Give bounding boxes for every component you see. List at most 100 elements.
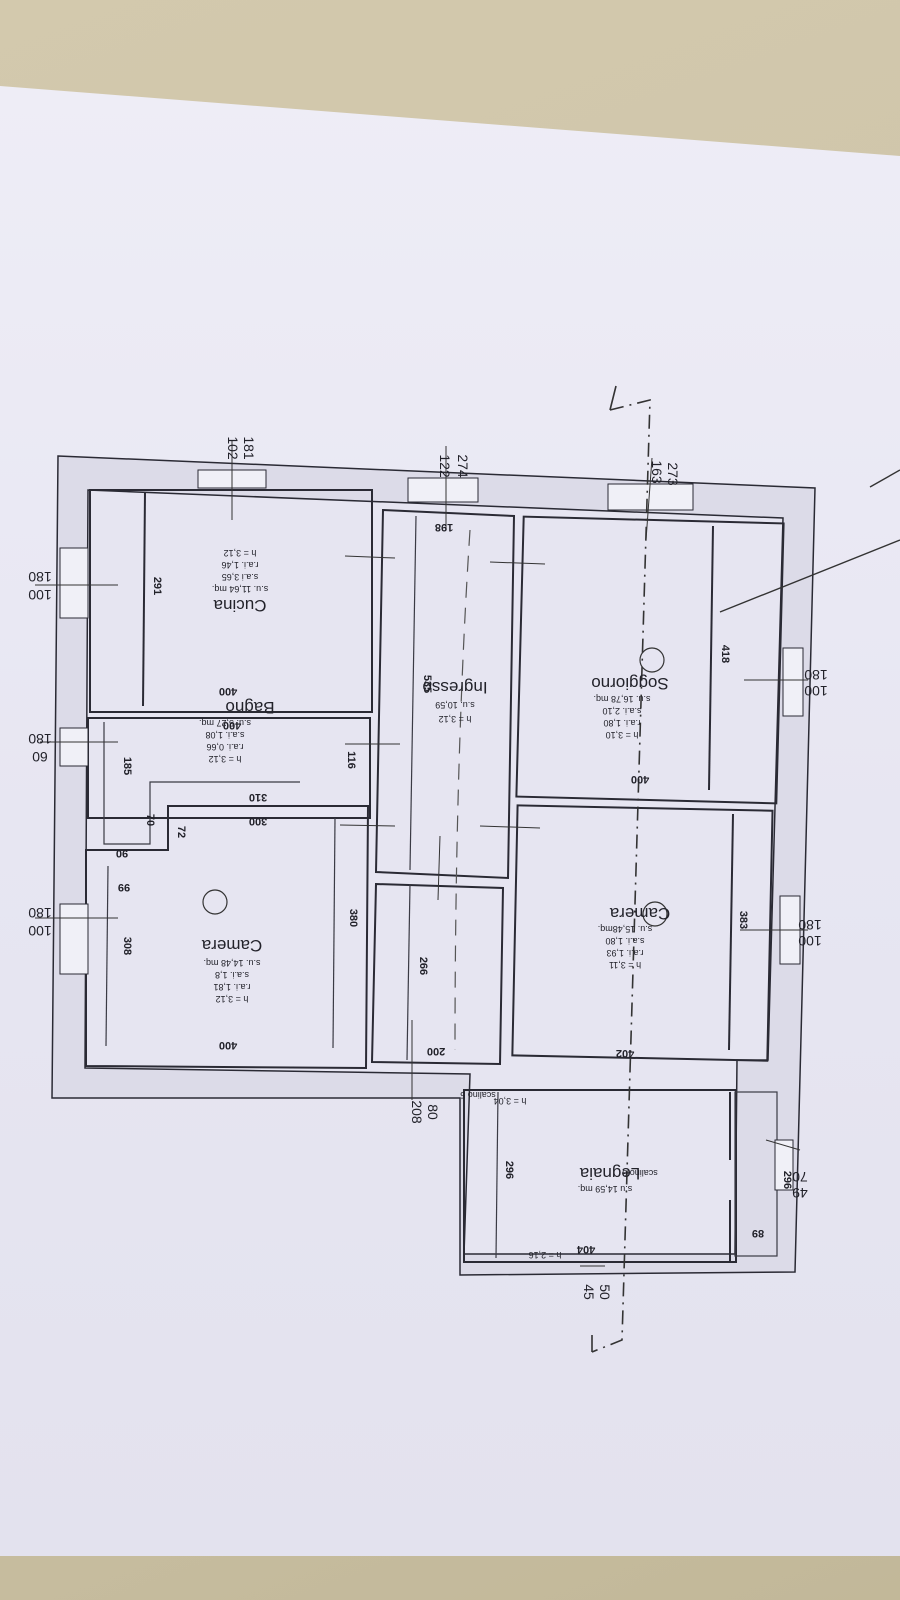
- bagno-dim-116: 116: [345, 751, 357, 769]
- soggiorno-h: h = 3,10: [606, 730, 639, 740]
- camera-right-su: s.u. 15,48mq.: [598, 924, 653, 934]
- cucina-dim-depth: 291: [151, 577, 163, 595]
- camera-right-name: Camera: [609, 904, 670, 923]
- cucina-sai: s.a.i 3,65: [222, 572, 259, 582]
- tick: [437, 835, 441, 901]
- cucina-dim-width: 400: [219, 685, 237, 697]
- w12-a: 296: [781, 1171, 793, 1189]
- ingresso-axis: [454, 529, 471, 1051]
- w5-b: 180: [28, 731, 52, 747]
- window-camera-left: [59, 903, 89, 975]
- cucina-inner-line: [142, 491, 146, 707]
- camera-right-dim-402: 402: [616, 1047, 634, 1059]
- label-soggiorno: h = 3,10 r.a.i. 1,80 s.a.i. 2,10 s.u. 16…: [591, 674, 669, 740]
- room-legnaia: [463, 1089, 737, 1263]
- room-soggiorno: [515, 515, 785, 805]
- window-bagno-left: [59, 727, 89, 767]
- w5-a: 60: [32, 749, 48, 765]
- legnaia-h1: h = 3,04: [494, 1096, 527, 1106]
- w10-a: 49: [792, 1185, 808, 1201]
- cucina-h: h = 3,12: [224, 548, 257, 558]
- cucina-rai: r.a.i. 1,46: [221, 560, 258, 570]
- camera-right-sai: s.a.i. 1,80: [605, 936, 644, 946]
- room-cucina: [89, 489, 373, 713]
- w2-b: 274: [455, 454, 471, 478]
- pen-mark-line: [719, 539, 900, 613]
- soggiorno-sai: s.a.i. 2,10: [602, 706, 641, 716]
- ingresso-inner-line: [409, 515, 417, 871]
- marker-circle: [639, 647, 665, 673]
- camera-left-inner-line: [105, 865, 109, 1047]
- ingresso-dim-535: 535: [421, 675, 433, 693]
- section-marker-top: [609, 385, 617, 411]
- legnaia-dim-404: 404: [576, 1243, 595, 1255]
- cucina-su: s.u. 11,64 mq.: [212, 584, 268, 594]
- camera-right-h: h = 3,11: [609, 960, 641, 970]
- legnaia-scalino-6: scalino 6: [622, 1168, 658, 1178]
- cucina-name: Cucina: [213, 596, 266, 615]
- window-dims: 102 181 122 274 163 273 100 180 60 180 1…: [28, 436, 828, 1300]
- soggiorno-dim-400: 400: [631, 773, 649, 785]
- w6-a: 100: [28, 923, 52, 939]
- tick: [479, 825, 541, 829]
- room-ingresso-lower: [370, 882, 505, 1066]
- window-legnaia-right: [774, 1139, 794, 1191]
- legnaia-dim-89: 89: [752, 1227, 764, 1239]
- w4-b: 180: [28, 569, 52, 585]
- camera-left-dim-308: 308: [121, 937, 133, 955]
- bagno-dim-310: 310: [249, 791, 267, 803]
- door-ingresso: [407, 477, 479, 503]
- window-soggiorno-top: [607, 483, 694, 511]
- room-camera-left: [85, 805, 370, 1070]
- w2-a: 122: [437, 454, 453, 478]
- pen-mark-line-2: [869, 469, 900, 488]
- camera-left-rai: r.a.i. 1,81: [213, 982, 250, 992]
- label-ingresso: h = 3,12 s.u. 10,59 Ingresso: [422, 678, 487, 724]
- camera-right-inner-line: [728, 813, 734, 1051]
- w9-a: 80: [425, 1104, 441, 1120]
- w4-a: 100: [28, 587, 52, 603]
- camera-left-dim-380: 380: [347, 909, 359, 927]
- marker-circle: [202, 889, 228, 915]
- legnaia-scalino-5: scalino 5: [460, 1090, 496, 1100]
- w1-b: 181: [241, 436, 257, 460]
- ingresso-dim-198: 198: [435, 521, 453, 533]
- section-line: [591, 398, 651, 1353]
- soggiorno-su: s.u. 16,78 mq.: [593, 694, 650, 704]
- soggiorno-name: Soggiorno: [591, 674, 669, 693]
- label-cucina: Cucina s.u. 11,64 mq. s.a.i 3,65 r.a.i. …: [212, 548, 268, 615]
- camera-right-rai: r.a.i. 1,93: [606, 948, 643, 958]
- w3-a: 163: [649, 460, 665, 484]
- legnaia-name: Legnaia: [579, 1164, 640, 1183]
- bagno-dim-400: 400: [223, 719, 241, 731]
- camera-left-h: h = 3,12: [216, 994, 249, 1004]
- ingresso-h: h = 3,12: [439, 714, 472, 724]
- bagno-inner-line: [103, 722, 300, 845]
- bagno-dim-99: 99: [118, 881, 130, 893]
- marker-circle: [642, 901, 668, 927]
- inner-floor: [84, 489, 784, 1255]
- w6-b: 180: [28, 905, 52, 921]
- label-bagno: h = 3,12 r.a.i. 0,66 s.a.i. 1,08 s.u. 5,…: [199, 698, 275, 764]
- bagno-dim-90: 90: [116, 847, 128, 859]
- w11-a: 50: [597, 1284, 613, 1300]
- w8-a: 100: [798, 933, 822, 949]
- tick: [489, 561, 546, 565]
- window-soggiorno-right: [782, 647, 804, 717]
- soggiorno-inner-line: [708, 525, 714, 791]
- w11-b: 45: [581, 1284, 597, 1300]
- window-cucina-left: [59, 547, 89, 619]
- camera-left-sai: s.a.i. 1,8: [215, 970, 249, 980]
- label-camera-right: h = 3,11 r.a.i. 1,93 s.a.i. 1,80 s.u. 15…: [598, 904, 671, 970]
- camera-left-dim-400: 400: [219, 1039, 237, 1051]
- w10-b: 70: [792, 1169, 808, 1185]
- soggiorno-rai: r.a.i. 1,80: [603, 718, 640, 728]
- ingresso-su: s.u. 10,59: [435, 700, 475, 710]
- ingresso-dim-266: 266: [417, 957, 429, 975]
- w9-b: 208: [409, 1100, 425, 1124]
- room-ingresso: [374, 508, 516, 880]
- bagno-dim-70: 70: [144, 814, 156, 826]
- room-bagno: [87, 717, 371, 819]
